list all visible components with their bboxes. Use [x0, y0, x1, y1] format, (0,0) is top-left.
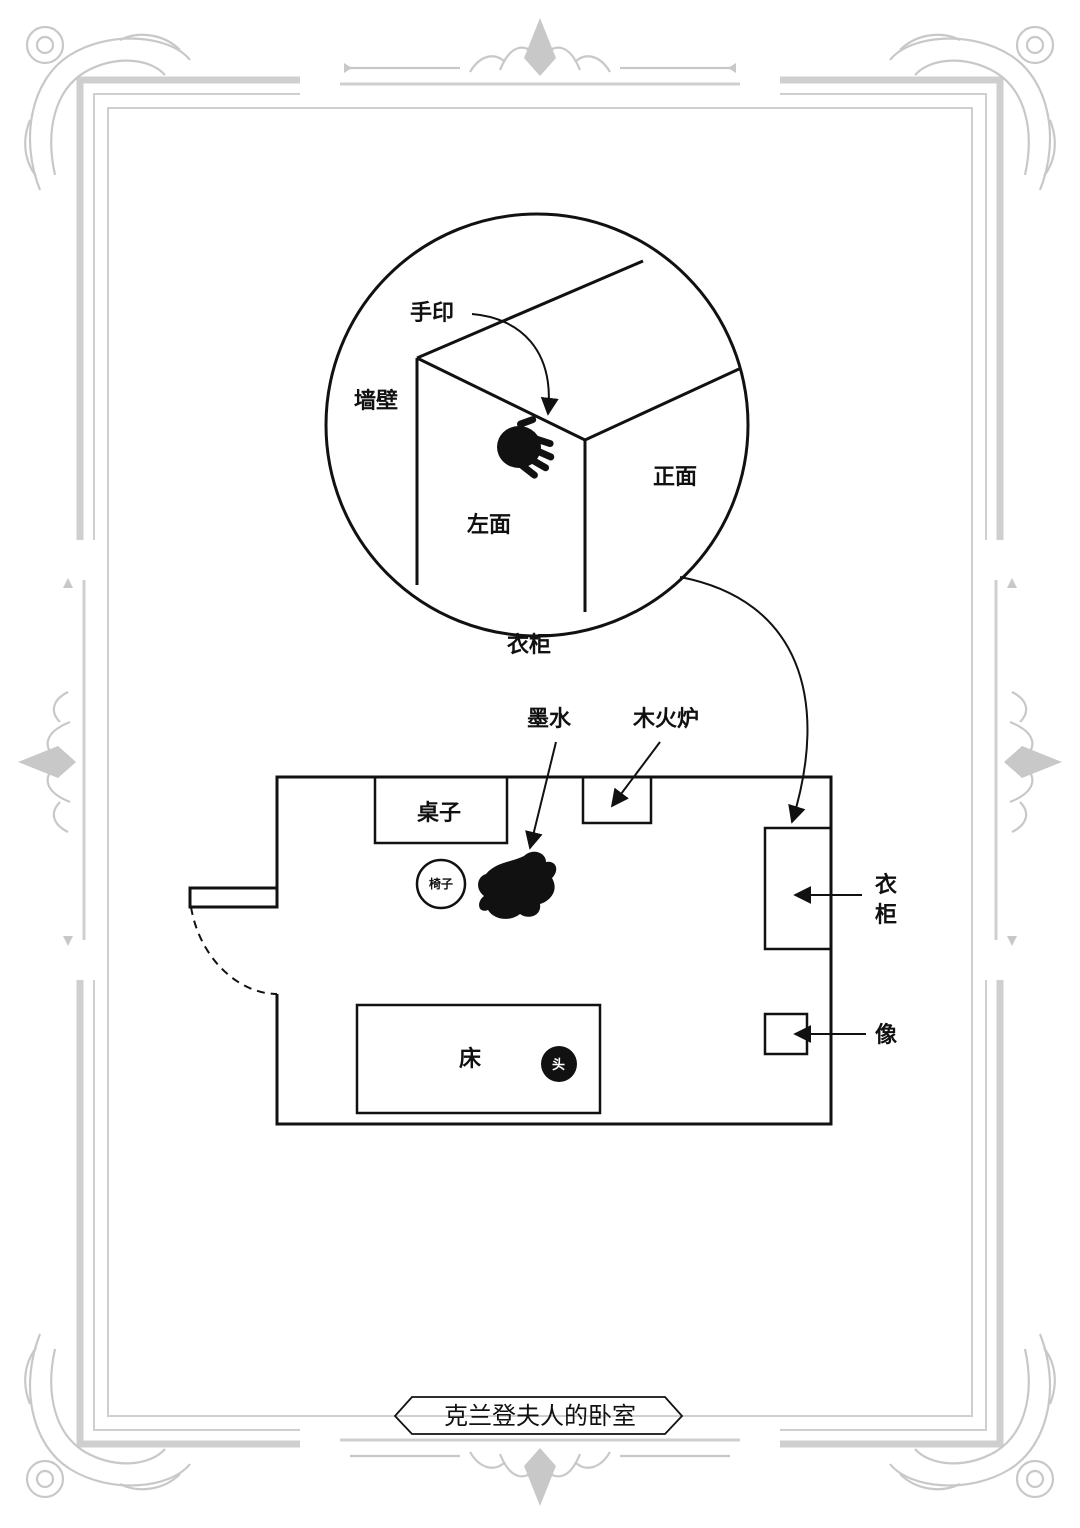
- wood-stove: [581, 775, 653, 825]
- floor-plan: 桌子 木火炉 墨水 椅子 衣 柜 像 床 头: [188, 707, 898, 1126]
- stove-arrow: [610, 741, 661, 808]
- handprint-icon: [497, 416, 555, 479]
- wardrobe-box: [415, 259, 740, 612]
- wardrobe: [763, 826, 833, 951]
- wall-label: 墙壁: [354, 388, 398, 414]
- corner-ornament-bottom-left: [24, 1333, 191, 1499]
- left-center-ornament: [18, 578, 76, 946]
- corner-ornament-top-right: [889, 25, 1056, 191]
- bottom-center-ornament: [350, 1448, 730, 1506]
- corner-ornament-bottom-right: [889, 1333, 1056, 1499]
- head-label: 头: [552, 1057, 565, 1073]
- inset-circle: [324, 212, 750, 638]
- chair: [415, 858, 467, 910]
- room-walls: [275, 775, 833, 1126]
- bed-label: 床: [459, 1046, 482, 1072]
- inset-to-wardrobe-arrow: [679, 576, 809, 824]
- diagram-caption: 克兰登夫人的卧室: [444, 1402, 636, 1430]
- front-side-label: 正面: [653, 465, 697, 490]
- door: [188, 886, 279, 909]
- desk-label: 桌子: [417, 801, 461, 826]
- ink-label: 墨水: [527, 707, 572, 732]
- inset-wardrobe-label: 衣柜: [507, 632, 551, 658]
- caption-banner: 克兰登夫人的卧室: [393, 1396, 684, 1435]
- handprint-arrow: [471, 313, 559, 416]
- wardrobe-label-line1: 衣: [875, 872, 897, 898]
- door-swing: [190, 906, 278, 995]
- right-center-ornament: [1004, 578, 1062, 946]
- desk: [373, 775, 509, 845]
- portrait-label: 像: [875, 1022, 898, 1048]
- ink-stain: [478, 851, 557, 919]
- top-center-ornament: [344, 18, 736, 76]
- stove-label: 木火炉: [632, 707, 699, 732]
- wardrobe-label-line2: 柜: [875, 902, 897, 928]
- handprint-label: 手印: [410, 301, 454, 326]
- left-side-label: 左面: [467, 512, 511, 538]
- ink-arrow: [525, 741, 557, 850]
- wardrobe-detail-inset: 手印 墙壁 左面 正面 衣柜: [324, 212, 750, 658]
- head-marker: [541, 1046, 577, 1082]
- chair-label: 椅子: [429, 876, 453, 891]
- decorative-frame: [70, 70, 1010, 1454]
- corner-ornament-top-left: [24, 25, 191, 191]
- bed: [355, 1003, 602, 1115]
